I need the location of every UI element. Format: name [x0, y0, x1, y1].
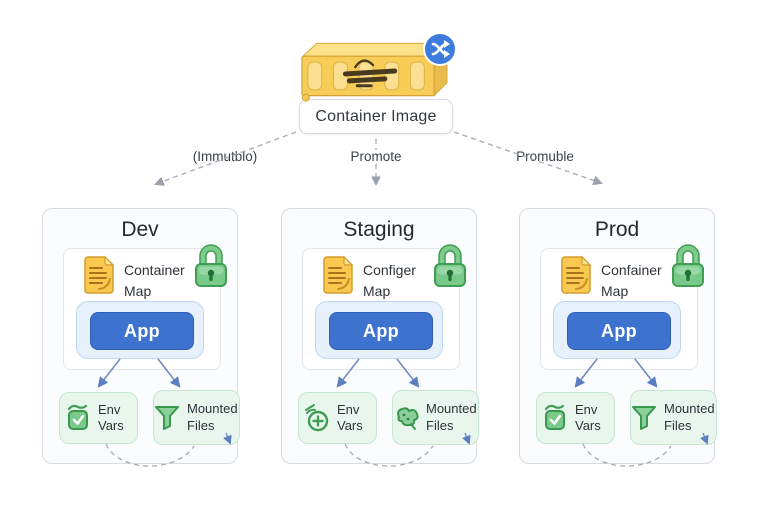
dev-map-label: Container Map [124, 262, 185, 299]
document-icon [558, 255, 592, 295]
dev-app-wrapper: App [76, 301, 204, 359]
lock-icon [669, 242, 707, 290]
staging-env-vars-label: Env Vars [337, 401, 363, 433]
dev-mounted-files-node: Mounted Files [153, 390, 240, 445]
panel-staging: Staging Configer Map App [281, 208, 479, 464]
container-image-icon [300, 36, 448, 104]
staging-app-wrapper: App [315, 301, 443, 359]
jar-check-icon [65, 403, 91, 433]
panel-dev-title: Dev [121, 218, 159, 241]
dev-app-node: App [90, 312, 194, 350]
prod-env-vars-node: Env Vars [536, 392, 615, 444]
prod-mounted-files-node: Mounted Files [630, 390, 717, 445]
prod-app-wrapper: App [553, 301, 681, 359]
funnel-icon [154, 404, 180, 432]
staging-app-node: App [329, 312, 433, 350]
staging-mounted-files-label: Mounted Files [426, 401, 477, 433]
prod-env-vars-label: Env Vars [575, 401, 601, 433]
jar-check-icon [542, 403, 568, 433]
connector-label-promote: Promote [336, 149, 416, 164]
staging-map-label: Configer Map [363, 262, 416, 299]
staging-mounted-files-node: Mounted Files [392, 390, 479, 445]
prod-mounted-files-label: Mounted Files [664, 401, 715, 433]
connector-label-immutable: (Immutblo) [192, 149, 258, 164]
staging-env-vars-node: Env Vars [298, 392, 377, 444]
document-icon [320, 255, 354, 295]
container-image-label-text: Container Image [315, 107, 437, 125]
lock-icon [431, 242, 469, 290]
lock-icon [192, 242, 230, 290]
container-image-label: Container Image [299, 99, 453, 134]
circle-plus-icon [304, 403, 330, 433]
panel-prod-title: Prod [594, 218, 640, 241]
panel-prod: Prod Confainer Map App [519, 208, 717, 464]
prod-map-label: Confainer Map [601, 262, 662, 299]
share-badge-icon [423, 32, 457, 66]
prod-app-node: App [567, 312, 671, 350]
dev-env-vars-node: Env Vars [59, 392, 138, 444]
dev-mounted-files-label: Mounted Files [187, 401, 238, 433]
scribble-icon [393, 404, 419, 432]
connector-label-promuble: Promuble [516, 149, 574, 164]
document-icon [81, 255, 115, 295]
funnel-icon [631, 404, 657, 432]
panel-staging-title: Staging [343, 218, 415, 241]
panel-dev: Dev Container Map App [42, 208, 240, 464]
dev-env-vars-label: Env Vars [98, 401, 124, 433]
